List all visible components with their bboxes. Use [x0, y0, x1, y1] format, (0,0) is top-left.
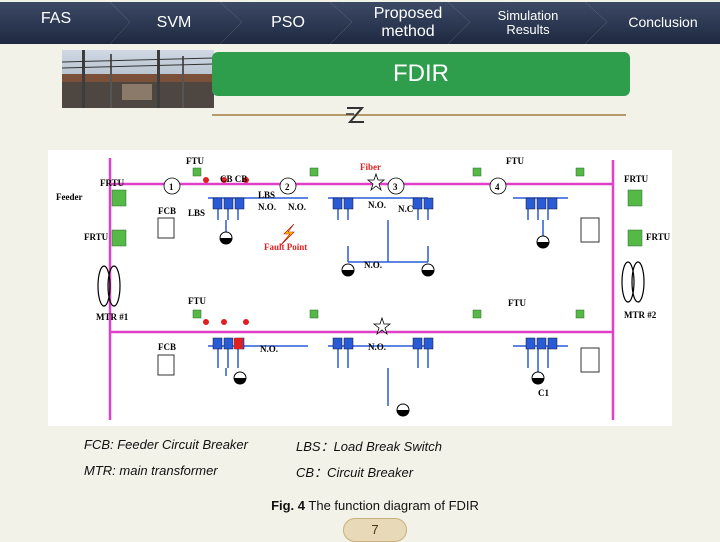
banner-photo — [62, 50, 214, 108]
load-symbols — [219, 231, 550, 417]
label-no-4: N.O. — [364, 260, 382, 270]
title-rule — [212, 114, 626, 116]
factory-photo-icon — [62, 50, 214, 108]
nav-chevron-simulation[interactable] — [448, 2, 607, 44]
breaker-boxes — [157, 217, 600, 376]
nav-chevron-conclusion[interactable] — [585, 2, 720, 44]
label-ftu-3: FTU — [188, 296, 207, 306]
fdir-schematic: 1 2 3 4 FTU FTU FTU FTU FRTU FRTU FRTU F… — [56, 156, 671, 420]
caption-text: The function diagram of FDIR — [305, 498, 479, 513]
legend-fcb: FCB: Feeder Circuit Breaker — [84, 437, 248, 452]
nav-item-proposed[interactable]: Proposed method — [373, 5, 443, 40]
nav-item-simulation[interactable]: Simulation Results — [497, 7, 559, 37]
nav-item-fas[interactable]: FAS — [40, 10, 72, 28]
label-no-3: N.O. — [368, 200, 386, 210]
nav-chevron-proposed[interactable] — [330, 2, 470, 44]
label-frtu-2: FRTU — [84, 232, 109, 242]
zone-label-3: 3 — [393, 182, 398, 192]
label-no-5: N.O. — [260, 344, 278, 354]
label-lbs-2: LBS — [258, 190, 275, 200]
label-feeder: Feeder — [56, 192, 82, 202]
label-lbs-1: LBS — [188, 208, 205, 218]
banner-title: FDIR — [212, 52, 630, 96]
nav-item-conclusion[interactable]: Conclusion — [628, 14, 698, 31]
label-mtr2: MTR #2 — [624, 310, 657, 320]
label-fcb-bottom: FCB — [158, 342, 176, 352]
green-terminal-units — [111, 167, 643, 319]
label-nc: N.C — [398, 204, 413, 214]
caption-prefix: Fig. 4 — [271, 498, 306, 513]
transformer-symbols — [97, 261, 645, 307]
fiber-star-icon-2 — [372, 316, 392, 336]
label-fiber: Fiber — [360, 162, 381, 172]
nav-bar: FAS SVM PSO Proposed method Simulation R… — [0, 0, 720, 48]
nav-item-svm[interactable]: SVM — [156, 14, 192, 32]
nav-chevron-pso[interactable] — [220, 2, 352, 44]
zone-label-4: 4 — [495, 182, 500, 192]
nav-chevron-fas[interactable] — [0, 2, 130, 44]
label-no-1: N.O. — [258, 202, 276, 212]
label-fault-point: Fault Point — [264, 242, 307, 252]
label-ftu-4: FTU — [508, 298, 527, 308]
zone-label-1: 1 — [169, 182, 174, 192]
fiber-star-icon — [366, 172, 386, 192]
zone-circles — [163, 177, 507, 195]
label-no-6: N.O. — [368, 342, 386, 352]
banner: FDIR — [62, 50, 630, 108]
label-fcb-top: FCB — [158, 206, 176, 216]
label-ftu-1: FTU — [186, 156, 205, 166]
label-frtu-4: FRTU — [646, 232, 671, 242]
nav-chevron-svm[interactable] — [110, 2, 242, 44]
zone-label-2: 2 — [285, 182, 290, 192]
nav-item-pso[interactable]: PSO — [271, 14, 305, 32]
legend-cb: CB：Circuit Breaker — [296, 465, 414, 480]
figure-caption: Fig. 4 The function diagram of FDIR — [200, 498, 550, 513]
breaker-dots — [203, 177, 249, 325]
blue-wiring-bottom — [208, 345, 568, 406]
fdir-diagram: 1 2 3 4 FTU FTU FTU FTU FRTU FRTU FRTU F… — [48, 150, 672, 426]
legend-lbs: LBS：Load Break Switch — [296, 439, 442, 454]
label-mtr1: MTR #1 — [96, 312, 129, 322]
label-frtu-3: FRTU — [624, 174, 649, 184]
nav-chevrons — [0, 2, 720, 44]
open-breaker-marker — [234, 338, 243, 349]
label-ftu-2: FTU — [506, 156, 525, 166]
page-number: 7 — [343, 518, 407, 542]
label-frtu-1: FRTU — [100, 178, 125, 188]
label-no-2: N.O. — [288, 202, 306, 212]
legend-mtr: MTR: main transformer — [84, 463, 218, 478]
fault-lightning-icon — [279, 223, 295, 247]
label-cb-cb: CB CB — [220, 174, 247, 184]
bullet-glyph-icon — [346, 107, 365, 123]
label-c1: C1 — [538, 388, 549, 398]
